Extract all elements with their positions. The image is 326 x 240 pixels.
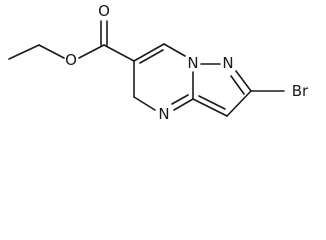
bond-carbonyl-to-ring xyxy=(103,44,135,62)
bond-c7-n-bridge xyxy=(163,43,186,57)
atom-bromine: Br xyxy=(292,82,309,100)
bond-ester-oxygen-carbon xyxy=(78,44,105,59)
atom-pyrimidine-nitrogen: N xyxy=(158,105,169,123)
bond-c3a-n4 xyxy=(173,98,194,111)
bond-c6-c7 xyxy=(133,43,165,62)
atom-bridge-nitrogen: N xyxy=(187,54,198,72)
atom-ester-oxygen: O xyxy=(65,51,77,69)
bond-c6-c7-inner xyxy=(139,49,164,64)
bond-c2-c3 xyxy=(226,90,252,117)
bond-c3-c3a-inner xyxy=(198,95,226,110)
ester-group xyxy=(78,20,135,62)
bond-n2-c2-inner xyxy=(230,75,245,95)
bond-methylene-oxygen xyxy=(38,44,65,59)
atom-pyrazole-nitrogen: N xyxy=(222,54,233,72)
atom-carbonyl-oxygen: O xyxy=(98,2,110,20)
bond-c3-c3a xyxy=(192,98,228,117)
pyrimidine-ring xyxy=(133,43,194,111)
bond-n2-c2 xyxy=(235,70,252,92)
bond-methyl-methylene xyxy=(8,44,40,60)
pyrazole-ring xyxy=(192,63,252,117)
bond-c3a-n4-inner xyxy=(171,94,189,105)
bond-n4-c5 xyxy=(133,96,156,111)
chemical-structure: O O N N N Br xyxy=(8,2,309,123)
ethyl-group xyxy=(8,44,65,60)
